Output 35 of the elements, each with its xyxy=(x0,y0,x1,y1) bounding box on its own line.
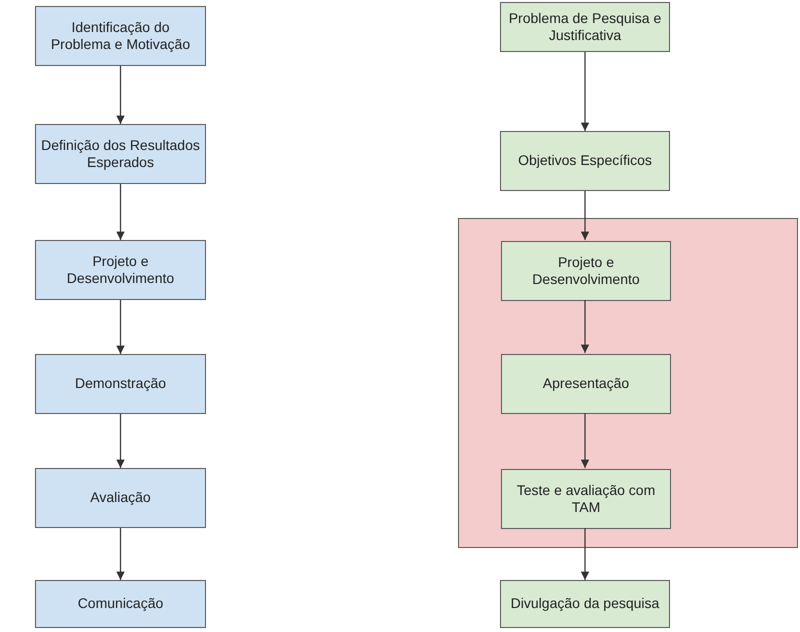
process-box xyxy=(501,354,671,414)
box-label: Demonstração xyxy=(74,375,166,393)
arrow xyxy=(116,300,125,354)
box-label: Identificação do Problema e Motivação xyxy=(50,18,192,54)
process-box xyxy=(501,469,671,529)
arrow xyxy=(580,413,590,468)
box-label: Divulgação da pesquisa xyxy=(510,595,660,613)
arrow xyxy=(580,52,590,131)
process-box xyxy=(35,240,206,300)
process-box xyxy=(501,241,671,301)
process-box xyxy=(35,580,206,628)
process-box xyxy=(35,124,206,184)
arrow xyxy=(580,528,590,580)
process-box xyxy=(500,580,670,628)
box-label: Definição dos Resultados Esperados xyxy=(40,136,201,172)
box-label: Teste e avaliação com TAM xyxy=(516,482,656,516)
arrow xyxy=(580,300,590,353)
box-label: Projeto e Desenvolvimento xyxy=(66,252,176,288)
box-label: Projeto e Desenvolvimento xyxy=(531,254,641,288)
process-box xyxy=(35,354,206,414)
arrow xyxy=(580,191,590,240)
process-box xyxy=(35,468,206,528)
arrow xyxy=(116,414,125,468)
arrow xyxy=(116,528,125,580)
box-label: Objetivos Específicos xyxy=(518,152,652,170)
box-label: Avaliação xyxy=(90,489,151,507)
group-region xyxy=(458,218,798,548)
process-box xyxy=(500,131,670,191)
arrow xyxy=(116,184,125,240)
box-label: Comunicação xyxy=(78,595,164,613)
box-label: Apresentação xyxy=(542,375,630,393)
box-label: Problema de Pesquisa e Justificativa xyxy=(508,10,662,44)
process-box xyxy=(500,2,670,52)
process-box xyxy=(35,6,206,66)
arrow xyxy=(116,66,125,124)
